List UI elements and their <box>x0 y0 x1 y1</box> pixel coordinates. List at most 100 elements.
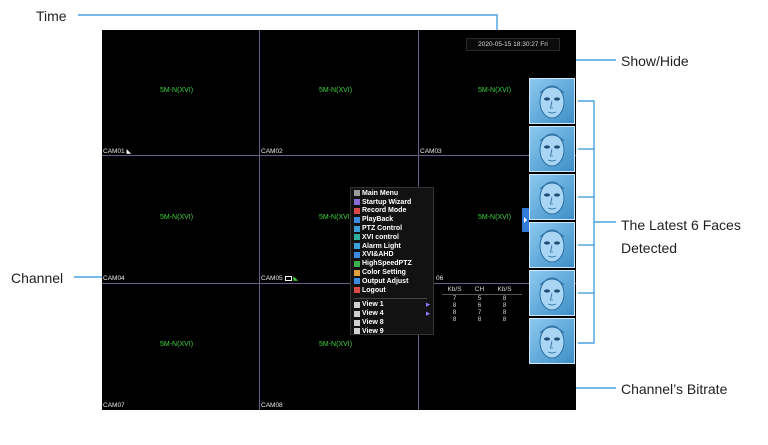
bitrate-cell: 5 <box>477 295 482 302</box>
menu-item[interactable]: Main Menu <box>354 189 433 198</box>
grid-line <box>102 283 576 284</box>
menu-item-label: XVI&AHD <box>362 251 394 259</box>
bitrate-row: 7 5 8 <box>442 295 522 302</box>
bitrate-header-ch: CH <box>474 286 485 293</box>
playback-icon <box>354 216 360 223</box>
detected-face-thumbnail[interactable] <box>529 174 575 220</box>
menu-item-label: Color Setting <box>362 269 406 277</box>
menu-view-item[interactable]: View 1▶ <box>354 301 433 310</box>
faces-callout: The Latest 6 Faces Detected <box>621 214 741 260</box>
show-hide-toggle[interactable] <box>522 208 529 232</box>
channel-callout: Channel <box>11 270 64 286</box>
cam05-resolution: 5M-N(XVI) <box>319 214 353 221</box>
xvi-icon <box>354 234 360 241</box>
high-speed-ptz-icon <box>354 260 360 267</box>
menu-item[interactable]: XVI control <box>354 233 433 242</box>
menu-item[interactable]: PTZ Control <box>354 224 433 233</box>
menu-item[interactable]: XVI&AHD <box>354 251 433 260</box>
menu-item[interactable]: Color Setting <box>354 268 433 277</box>
menu-item[interactable]: Record Mode <box>354 207 433 216</box>
bitrate-cell: 8 <box>502 295 507 302</box>
menu-item[interactable]: HighSpeedPTZ <box>354 259 433 268</box>
grid-line <box>102 155 576 156</box>
ptz-icon <box>354 225 360 232</box>
bitrate-header: Kb/S CH Kb/S <box>442 286 522 295</box>
detected-face-thumbnail[interactable] <box>529 222 575 268</box>
menu-divider <box>354 297 427 299</box>
cam07-label[interactable]: CAM07 <box>103 402 125 409</box>
menu-view-label: View 4 <box>362 310 384 318</box>
home-icon <box>354 190 360 197</box>
bitrate-cell: 8 <box>477 316 482 323</box>
faces-callout-line1: The Latest 6 Faces <box>621 217 741 233</box>
menu-item-label: Main Menu <box>362 189 399 197</box>
faces-panel <box>529 78 576 378</box>
menu-item[interactable]: Output Adjust <box>354 277 433 286</box>
submenu-arrow-icon: ▶ <box>426 301 430 308</box>
bitrate-cell: 8 <box>502 309 507 316</box>
menu-item-label: HighSpeedPTZ <box>362 260 412 268</box>
alarm-light-icon <box>354 243 360 250</box>
menu-view-item[interactable]: View 9 <box>354 327 433 336</box>
submenu-arrow-icon: ▶ <box>426 310 430 317</box>
bitrate-callout: Channel’s Bitrate <box>621 381 728 397</box>
timestamp: 2020-05-15 18:30:27 Fri <box>466 38 560 51</box>
time-callout: Time <box>36 8 67 24</box>
cam06-resolution: 5M-N(XVI) <box>478 214 512 221</box>
menu-item-label: Record Mode <box>362 207 407 215</box>
menu-view-label: View 8 <box>362 319 384 327</box>
detected-face-thumbnail[interactable] <box>529 318 575 364</box>
menu-item[interactable]: Logout <box>354 286 433 295</box>
view-4-icon <box>354 310 360 317</box>
cam04-label[interactable]: CAM04 <box>103 275 125 282</box>
cam01-label[interactable]: CAM01 ◣ <box>103 148 132 155</box>
detected-face-thumbnail[interactable] <box>529 270 575 316</box>
menu-item-label: PTZ Control <box>362 225 403 233</box>
detected-face-thumbnail[interactable] <box>529 126 575 172</box>
bitrate-header-kbs-2: Kb/S <box>497 286 512 293</box>
bitrate-cell: 8 <box>502 302 507 309</box>
detected-face-thumbnail[interactable] <box>529 78 575 124</box>
menu-item-label: PlayBack <box>362 216 394 224</box>
menu-item-label: Startup Wizard <box>362 198 412 206</box>
menu-item[interactable]: Startup Wizard <box>354 198 433 207</box>
menu-view-item[interactable]: View 4 ▶ <box>354 309 433 318</box>
cam06-label[interactable]: 06 <box>436 275 444 282</box>
cam03-label[interactable]: CAM03 <box>420 148 442 155</box>
face-icon <box>539 325 565 359</box>
bitrate-cell: 7 <box>452 295 457 302</box>
view-8-icon <box>354 319 360 326</box>
cam05-label[interactable]: CAM05 ◣ <box>261 275 298 282</box>
faces-callout-line2: Detected <box>621 240 678 256</box>
wizard-icon <box>354 199 360 206</box>
motion-icon: ◣ <box>293 276 298 282</box>
bitrate-cell: 8 <box>452 302 457 309</box>
menu-item[interactable]: PlayBack <box>354 215 433 224</box>
bitrate-row: 8 6 8 <box>442 302 522 309</box>
cam08-resolution: 5M-N(XVI) <box>319 341 353 348</box>
bitrate-cell: 6 <box>477 302 482 309</box>
face-icon <box>539 85 565 119</box>
bitrate-cell: 8 <box>502 316 507 323</box>
menu-item[interactable]: Alarm Light <box>354 242 433 251</box>
menu-item-label: Output Adjust <box>362 277 409 285</box>
dvr-screen: 5M-N(XVI) 5M-N(XVI) 5M-N(XVI) 5M-N(XVI) … <box>102 30 576 410</box>
menu-item-label: Logout <box>362 286 386 294</box>
face-icon <box>539 133 565 167</box>
grid-line <box>259 30 260 410</box>
record-icon <box>354 207 360 214</box>
menu-view-item[interactable]: View 8 <box>354 318 433 327</box>
cam01-resolution: 5M-N(XVI) <box>160 87 194 94</box>
view-9-icon <box>354 328 360 335</box>
face-icon <box>539 181 565 215</box>
cam02-resolution: 5M-N(XVI) <box>319 87 353 94</box>
cam02-label[interactable]: CAM02 <box>261 148 283 155</box>
cam08-label[interactable]: CAM08 <box>261 402 283 409</box>
